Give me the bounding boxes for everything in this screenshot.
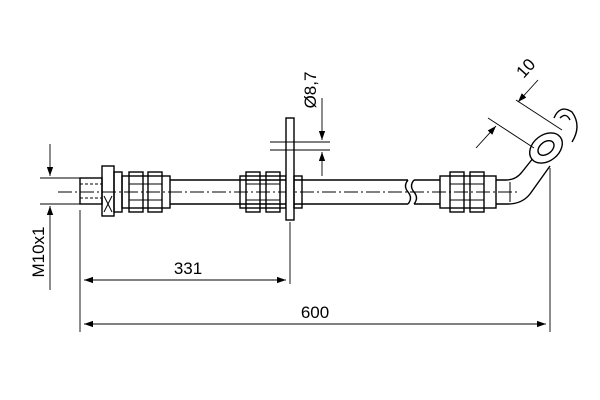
dimension-flange-position: 331 — [174, 259, 202, 278]
banjo-fitting — [529, 108, 578, 164]
crimp-fitting-right — [439, 171, 497, 213]
dimension-overall-length: 600 — [301, 303, 329, 322]
dimension-lines — [46, 79, 546, 328]
dimension-bore-diameter: Ø8,7 — [301, 72, 320, 109]
mounting-bracket — [285, 117, 303, 221]
dimension-thread-size: M10x1 — [29, 226, 48, 277]
bent-pipe — [496, 151, 551, 205]
extension-lines — [40, 99, 563, 332]
threaded-fitting-left — [79, 165, 171, 217]
dimension-banjo-offset: 10 — [513, 55, 540, 82]
